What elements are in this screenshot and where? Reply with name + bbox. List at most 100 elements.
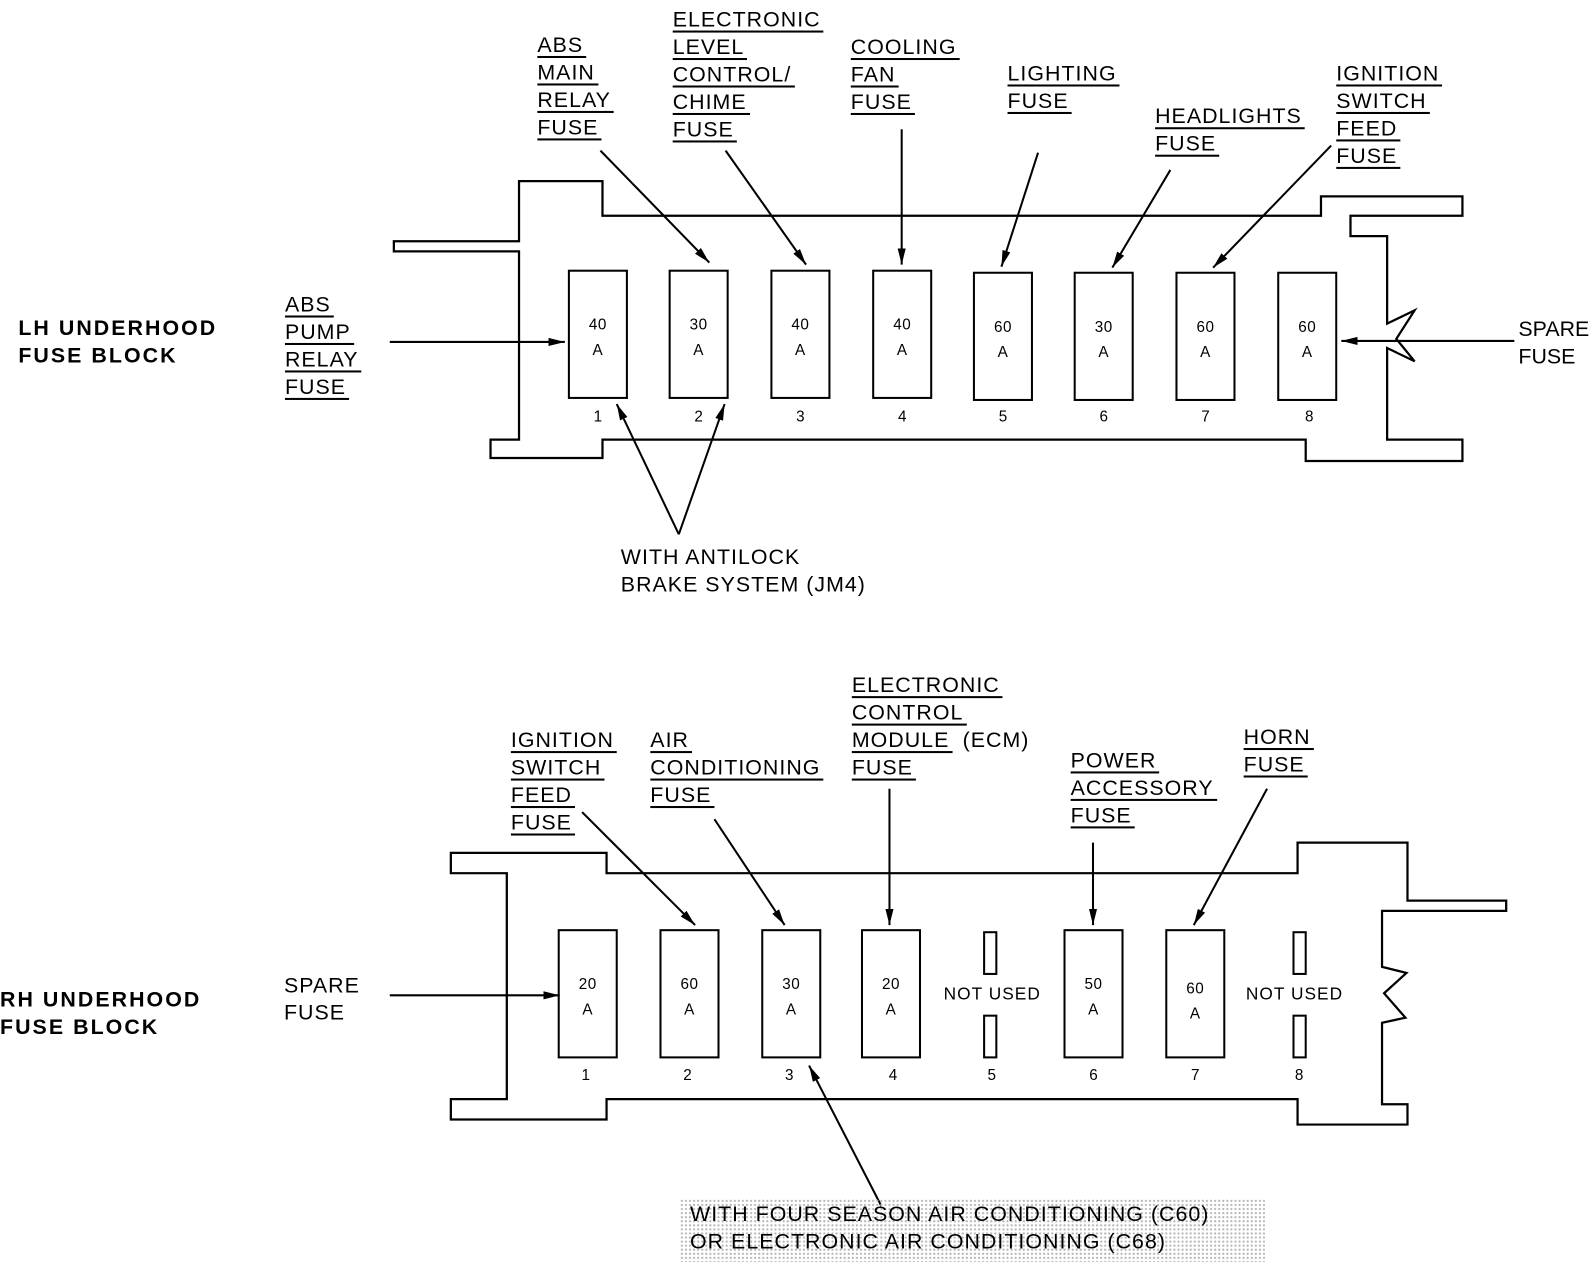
fuse-unit: A: [693, 341, 704, 360]
callout-line: SWITCH: [1336, 91, 1430, 114]
callout-line: FAN: [850, 64, 899, 88]
ecm-suffix: (ECM): [962, 728, 1030, 753]
fuse-rating: 60: [1186, 980, 1205, 998]
lh-fuse-block-outline: [392, 180, 1464, 463]
callout-line: RELAY: [284, 349, 362, 373]
callout-line: FEED: [1336, 118, 1401, 142]
callout-spare-rh: SPARE FUSE: [283, 975, 360, 1031]
callout-line: FEED: [510, 785, 576, 809]
callout-line: FUSE: [283, 1001, 346, 1025]
callout-line: IGNITION: [510, 730, 618, 754]
callout-line: LIGHTING: [1007, 63, 1120, 87]
fuse-position-number: 8: [1305, 408, 1314, 426]
note-halftone-background: [679, 1198, 1266, 1262]
empty-slot-terminal: [1292, 931, 1307, 975]
fuse-unit: A: [582, 1001, 594, 1019]
rh-block-title: RH UNDERHOOD FUSE BLOCK: [0, 989, 201, 1045]
arrow-ignition-switch-feed-rh: [581, 811, 696, 926]
callout-line: FUSE: [537, 117, 602, 141]
fuse-unit: A: [1301, 343, 1313, 362]
rh-fuse-block-outline: [449, 841, 1508, 1126]
fuse-unit: A: [885, 1001, 897, 1019]
fuse-unit: A: [1189, 1005, 1201, 1023]
note-line: BRAKE SYSTEM (JM4): [620, 572, 866, 597]
arrow-abs-main-relay: [599, 149, 711, 264]
fuse-position-number: 6: [1099, 408, 1108, 426]
arrow-antilock-fuse-2: [677, 403, 726, 535]
fuse-unit: A: [1088, 1001, 1099, 1019]
callout-line: CONTROL: [851, 702, 967, 726]
fuse-position-number: 4: [897, 408, 907, 426]
fuse-rating: 40: [893, 316, 912, 334]
callout-line: SPARE: [1518, 317, 1590, 341]
fuse-position-number: 4: [888, 1066, 898, 1084]
arrow-ignition-switch-feed-lh: [1212, 144, 1332, 269]
fuse-rating: 50: [1084, 975, 1103, 994]
callout-line: FUSE: [1155, 133, 1220, 157]
fuse-position-number: 2: [694, 408, 703, 426]
fuse-unit: A: [592, 341, 604, 360]
fuse-unit: A: [785, 1001, 797, 1019]
callout-line: FUSE: [850, 92, 915, 116]
fuse-unit: A: [997, 343, 1009, 362]
not-used-label: NOT USED: [943, 984, 1041, 1004]
arrow-four-season-ac: [808, 1065, 883, 1207]
fuse-rating: 60: [1298, 318, 1317, 336]
fuse-position-number: 3: [796, 408, 805, 426]
callout-line: ELECTRONIC: [672, 9, 824, 33]
fuse-unit: A: [896, 341, 908, 360]
callout-line: PUMP: [284, 322, 354, 346]
note-antilock: WITH ANTILOCK BRAKE SYSTEM (JM4): [620, 545, 866, 603]
title-line: FUSE BLOCK: [0, 1015, 160, 1040]
fuse-position-number: 7: [1201, 408, 1210, 426]
callout-line: COOLING: [850, 37, 960, 61]
callout-line: ELECTRONIC: [851, 675, 1003, 699]
fuse-position-number: 3: [784, 1066, 794, 1084]
fuse-position-number: 2: [683, 1066, 692, 1084]
fuse-rating: 40: [791, 316, 810, 334]
fuse-rating: 30: [689, 316, 708, 334]
arrow-horn: [1192, 788, 1268, 926]
fuse-rating: 30: [1094, 318, 1113, 336]
title-line: LH UNDERHOOD: [18, 316, 218, 340]
fuse-unit: A: [1098, 343, 1110, 362]
callout-line: SWITCH: [510, 757, 605, 781]
callout-line: MODULE(ECM): [851, 728, 1030, 758]
callout-line: HORN: [1243, 727, 1314, 751]
arrow-antilock-fuse-1: [615, 403, 680, 535]
callout-line: CONDITIONING: [650, 757, 824, 781]
arrow-electronic-level-control: [724, 150, 807, 266]
fuse-unit: A: [795, 341, 806, 360]
fuse-rating: 60: [1196, 318, 1215, 336]
fuse-rating: 20: [881, 975, 900, 994]
callout-line: LEVEL: [672, 37, 748, 61]
arrow-headlights: [1111, 169, 1172, 269]
callout-line: RELAY: [537, 90, 614, 113]
callout-line: FUSE: [1070, 805, 1135, 829]
callout-electronic-level-control: ELECTRONIC LEVEL CONTROL/ CHIME FUSE: [672, 9, 824, 147]
note-line: WITH ANTILOCK: [620, 545, 801, 569]
note-four-season-ac: WITH FOUR SEASON AIR CONDITIONING (C60) …: [690, 1204, 1209, 1260]
callout-line: ACCESSORY: [1070, 778, 1217, 801]
callout-line: HEADLIGHTS: [1155, 106, 1305, 130]
not-used-label: NOT USED: [1245, 984, 1344, 1004]
fuse-position-number: 8: [1294, 1066, 1304, 1084]
empty-slot-terminal: [983, 1014, 998, 1059]
fuse-position-number: 5: [987, 1066, 996, 1084]
callout-lighting: LIGHTING FUSE: [1007, 63, 1120, 119]
callout-line: MAIN: [537, 62, 598, 86]
callout-ecm: ELECTRONIC CONTROL MODULE(ECM) FUSE: [851, 675, 1030, 786]
fuse-unit: A: [1200, 343, 1211, 362]
callout-line: FUSE: [1243, 754, 1308, 778]
fuse-position-number: 5: [998, 408, 1008, 426]
callout-line: CONTROL/: [672, 64, 795, 88]
fuse-rating: 20: [578, 975, 597, 994]
